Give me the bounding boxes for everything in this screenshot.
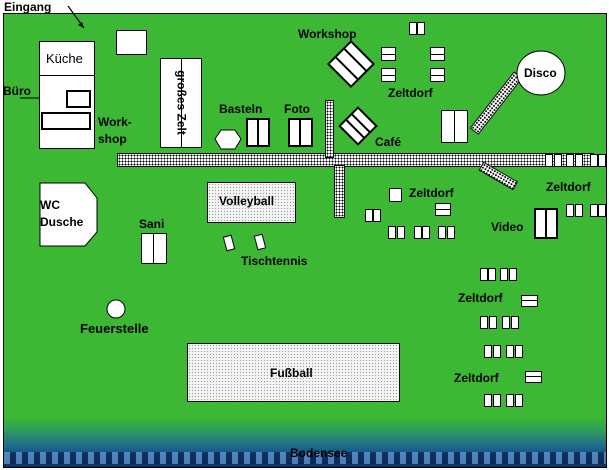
hut <box>116 30 147 55</box>
label-video: Video <box>491 220 524 234</box>
label-sani: Sani <box>139 217 165 231</box>
label-volleyball: Volleyball <box>219 194 275 208</box>
tent-large-divider <box>454 110 455 143</box>
path-south <box>334 165 345 218</box>
tent-line <box>430 75 445 76</box>
label-zeltdorf-lower: Zeltdorf <box>458 291 503 305</box>
tent <box>525 371 542 383</box>
label-foto: Foto <box>284 102 310 116</box>
label-bodensee: Bodensee <box>290 446 348 460</box>
label-workshop-top: Workshop <box>298 27 357 41</box>
sani-tent <box>141 233 167 264</box>
tent-line <box>381 54 396 55</box>
tent-line <box>435 209 451 210</box>
tent <box>389 188 402 202</box>
volleyball-court <box>207 182 296 223</box>
tent-line <box>381 75 396 76</box>
label-feuerstelle: Feuerstelle <box>80 321 149 336</box>
label-zeltdorf-middle: Zeltdorf <box>409 186 454 200</box>
tent-line <box>525 376 542 377</box>
path-north <box>325 100 334 158</box>
football-field <box>187 343 400 402</box>
label-disco: Disco <box>524 66 557 80</box>
kitchen-room <box>39 41 95 76</box>
label-workshop-left: Work- shop <box>98 115 132 146</box>
foto-tent-divider <box>299 118 301 147</box>
label-tischtennis: Tischtennis <box>241 254 308 268</box>
tent <box>521 295 538 307</box>
label-fussball: Fußball <box>270 366 313 380</box>
label-basteln: Basteln <box>219 102 263 116</box>
basteln-tent-divider <box>257 118 259 147</box>
main-path <box>117 153 594 167</box>
label-eingang: Eingang <box>4 0 52 14</box>
label-grosses-zelt: großes Zelt <box>174 70 189 135</box>
label-cafe: Café <box>375 135 402 149</box>
office-room <box>66 90 91 108</box>
label-zeltdorf-bottom: Zeltdorf <box>454 371 499 385</box>
sani-tent-divider <box>153 233 154 264</box>
tent-line <box>430 54 445 55</box>
label-buero: Büro <box>3 84 31 98</box>
label-zeltdorf-top: Zeltdorf <box>388 86 433 100</box>
label-zeltdorf-right: Zeltdorf <box>546 180 591 194</box>
label-kueche: Küche <box>46 51 83 66</box>
workshop-room-left <box>41 112 91 130</box>
lake-waves <box>4 452 606 464</box>
video-tent-divider <box>545 208 547 239</box>
big-tent-divider <box>181 58 182 148</box>
label-wc-dusche: WC Dusche <box>40 198 84 229</box>
tent-line <box>521 300 538 301</box>
